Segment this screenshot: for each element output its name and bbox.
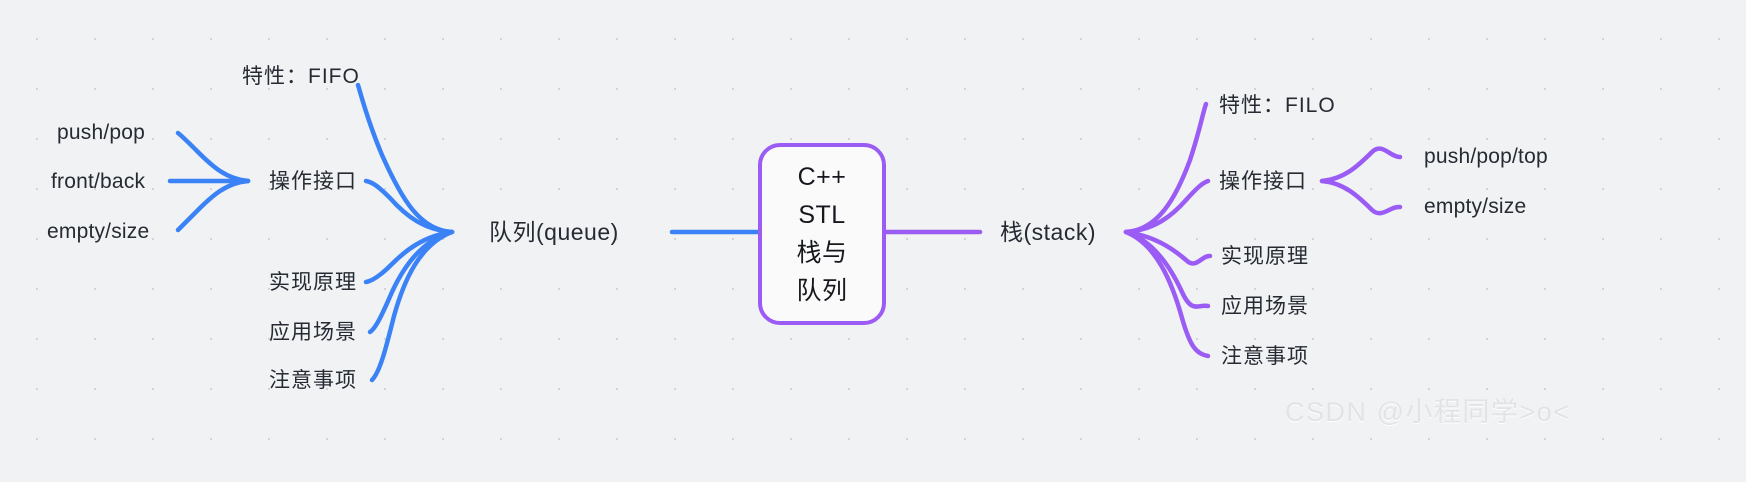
node-stack-impl[interactable]: 实现原理: [1221, 245, 1309, 268]
central-node[interactable]: C++ STL 栈与 队列: [758, 143, 886, 325]
edge-stack-notes: [1123, 229, 1211, 359]
edge-stack-ops: [1123, 178, 1211, 235]
edge-queue-op-push-pop: [175, 130, 251, 184]
node-queue-ops[interactable]: 操作接口: [269, 170, 357, 193]
edge-queue-usage: [367, 229, 455, 335]
edge-queue-ops: [363, 178, 455, 235]
central-line-2: STL: [798, 200, 846, 229]
node-queue-feature[interactable]: 特性：FIFO: [242, 65, 360, 88]
node-stack-usage[interactable]: 应用场景: [1221, 295, 1309, 318]
node-queue-usage[interactable]: 应用场景: [269, 321, 357, 344]
node-stack-feature[interactable]: 特性：FILO: [1219, 94, 1336, 117]
node-stack-notes[interactable]: 注意事项: [1221, 345, 1309, 368]
central-line-4: 队列: [796, 276, 848, 305]
edge-queue-feature: [355, 82, 455, 235]
edge-queue-impl: [363, 229, 455, 285]
edge-stack-feature: [1123, 101, 1209, 235]
central-line-1: C++: [797, 162, 847, 191]
edge-stack-usage: [1123, 229, 1211, 309]
node-queue-root[interactable]: 队列(queue): [489, 219, 619, 245]
node-queue-impl[interactable]: 实现原理: [269, 271, 357, 294]
node-stack-ops[interactable]: 操作接口: [1219, 170, 1307, 193]
edge-stack-op-empty-size: [1319, 178, 1403, 216]
node-queue-notes[interactable]: 注意事项: [269, 369, 357, 392]
node-stack-op-push-pop-top[interactable]: push/pop/top: [1424, 145, 1548, 168]
node-queue-op-push-pop[interactable]: push/pop: [57, 121, 146, 144]
node-queue-op-front-back[interactable]: front/back: [51, 170, 146, 193]
edge-stack-op-push-pop-top: [1319, 146, 1403, 184]
edge-stack-impl: [1123, 229, 1213, 266]
edge-queue-notes: [369, 229, 455, 383]
central-line-3: 栈与: [796, 238, 848, 267]
node-stack-op-empty-size[interactable]: empty/size: [1424, 195, 1527, 218]
csdn-watermark: CSDN @小程同学>o<: [1285, 397, 1571, 427]
edge-queue-op-empty-size: [175, 178, 251, 233]
node-queue-op-empty-size[interactable]: empty/size: [47, 220, 150, 243]
node-stack-root[interactable]: 栈(stack): [1000, 219, 1096, 245]
